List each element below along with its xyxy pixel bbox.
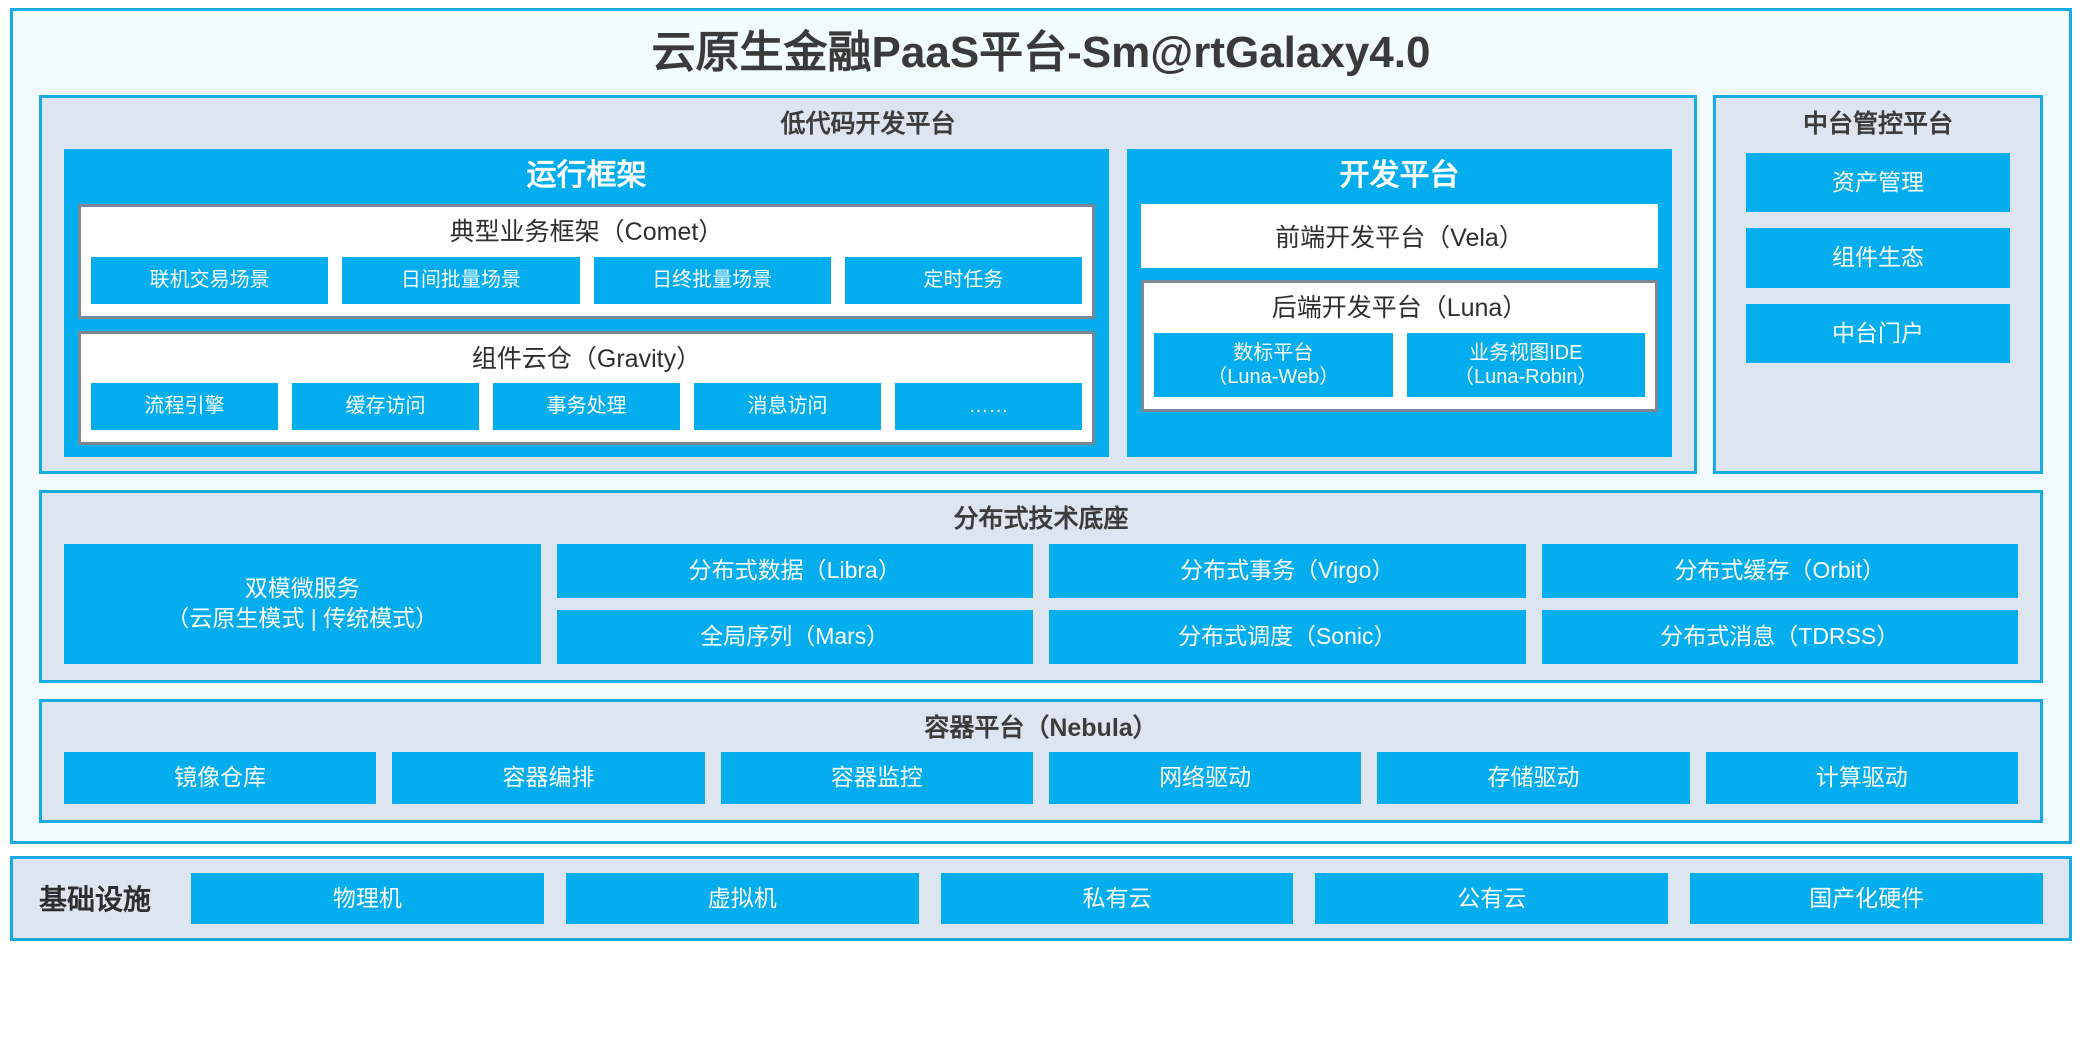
container-item-image-registry[interactable]: 镜像仓库 [64, 752, 377, 804]
luna-web-line1: 数标平台 [1233, 341, 1314, 364]
infrastructure-item-private-cloud[interactable]: 私有云 [940, 872, 1294, 925]
distributed-chip-libra[interactable]: 分布式数据（Libra） [556, 543, 1033, 598]
microservice-chip[interactable]: 双模微服务 （云原生模式 | 传统模式） [64, 543, 541, 664]
vela-card[interactable]: 前端开发平台（Vela） [1141, 204, 1658, 269]
infrastructure-panel: 基础设施 物理机 虚拟机 私有云 公有云 国产化硬件 [10, 855, 2072, 942]
infrastructure-item-list: 物理机 虚拟机 私有云 公有云 国产化硬件 [191, 872, 2043, 925]
microservice-line2: （云原生模式 | 传统模式） [166, 604, 439, 631]
midplatform-title: 中台管控平台 [1802, 110, 1953, 139]
top-row: 低代码开发平台 运行框架 典型业务框架（Comet） 联机交易场景 日间批量场景… [39, 95, 2043, 475]
midplatform-panel: 中台管控平台 资产管理 组件生态 中台门户 [1713, 95, 2043, 475]
luna-robin-line2: （Luna-Robin） [1454, 365, 1598, 388]
luna-robin-line1: 业务视图IDE [1469, 341, 1583, 364]
comet-chip[interactable]: 日间批量场景 [342, 256, 580, 304]
midplatform-item-asset[interactable]: 资产管理 [1746, 153, 2010, 213]
luna-web-line2: （Luna-Web） [1207, 365, 1340, 388]
gravity-chip[interactable]: 缓存访问 [292, 383, 479, 431]
distributed-grid: 双模微服务 （云原生模式 | 传统模式） 分布式数据（Libra） 全局序列（M… [42, 543, 2040, 664]
distributed-column-3: 分布式缓存（Orbit） 分布式消息（TDRSS） [1541, 543, 2018, 664]
infrastructure-item-physical[interactable]: 物理机 [191, 872, 544, 925]
luna-robin-chip[interactable]: 业务视图IDE （Luna-Robin） [1406, 332, 1645, 397]
dev-platform-box: 开发平台 前端开发平台（Vela） 后端开发平台（Luna） 数标平台 （Lun… [1127, 149, 1672, 458]
luna-web-chip[interactable]: 数标平台 （Luna-Web） [1154, 332, 1393, 397]
comet-chip-list: 联机交易场景 日间批量场景 日终批量场景 定时任务 [91, 256, 1082, 304]
midplatform-item-component[interactable]: 组件生态 [1746, 228, 2010, 288]
comet-chip[interactable]: 定时任务 [844, 256, 1082, 304]
distributed-base-title: 分布式技术底座 [953, 505, 1129, 534]
comet-chip[interactable]: 日终批量场景 [593, 256, 831, 304]
container-item-storage-driver[interactable]: 存储驱动 [1377, 752, 1690, 804]
lowcode-platform-title: 低代码开发平台 [780, 110, 956, 139]
microservice-line1: 双模微服务 [244, 574, 360, 601]
gravity-chip[interactable]: 事务处理 [493, 383, 680, 431]
luna-title: 后端开发平台（Luna） [1271, 294, 1528, 323]
luna-chip-list: 数标平台 （Luna-Web） 业务视图IDE （Luna-Robin） [1154, 332, 1645, 397]
infrastructure-item-virtual[interactable]: 虚拟机 [565, 872, 919, 925]
container-item-monitoring[interactable]: 容器监控 [720, 752, 1033, 804]
container-platform-panel: 容器平台（Nebula） 镜像仓库 容器编排 容器监控 网络驱动 存储驱动 计算… [39, 698, 2043, 823]
comet-title: 典型业务框架（Comet） [449, 218, 724, 247]
lowcode-platform-panel: 低代码开发平台 运行框架 典型业务框架（Comet） 联机交易场景 日间批量场景… [39, 95, 1697, 475]
dev-platform-title: 开发平台 [1339, 159, 1460, 193]
infrastructure-item-domestic-hw[interactable]: 国产化硬件 [1690, 872, 2043, 925]
lowcode-columns: 运行框架 典型业务框架（Comet） 联机交易场景 日间批量场景 日终批量场景 … [42, 149, 1694, 458]
distributed-chip-orbit[interactable]: 分布式缓存（Orbit） [1541, 543, 2018, 598]
gravity-card: 组件云仓（Gravity） 流程引擎 缓存访问 事务处理 消息访问 …… [78, 330, 1095, 446]
container-platform-title: 容器平台（Nebula） [924, 713, 1158, 742]
comet-chip[interactable]: 联机交易场景 [91, 256, 329, 304]
container-item-orchestration[interactable]: 容器编排 [392, 752, 705, 804]
container-item-list: 镜像仓库 容器编排 容器监控 网络驱动 存储驱动 计算驱动 [42, 752, 2040, 804]
gravity-chip-ellipsis[interactable]: …… [895, 383, 1082, 431]
gravity-title: 组件云仓（Gravity） [471, 344, 702, 373]
distributed-column-1: 分布式数据（Libra） 全局序列（Mars） [556, 543, 1033, 664]
distributed-base-panel: 分布式技术底座 双模微服务 （云原生模式 | 传统模式） 分布式数据（Libra… [39, 490, 2043, 683]
distributed-chip-sonic[interactable]: 分布式调度（Sonic） [1049, 609, 1526, 664]
gravity-chip-list: 流程引擎 缓存访问 事务处理 消息访问 …… [91, 383, 1082, 431]
container-item-compute-driver[interactable]: 计算驱动 [1705, 752, 2018, 804]
luna-card: 后端开发平台（Luna） 数标平台 （Luna-Web） 业务视图IDE （Lu… [1141, 280, 1658, 412]
distributed-chip-virgo[interactable]: 分布式事务（Virgo） [1049, 543, 1526, 598]
comet-card: 典型业务框架（Comet） 联机交易场景 日间批量场景 日终批量场景 定时任务 [78, 204, 1095, 319]
distributed-column-2: 分布式事务（Virgo） 分布式调度（Sonic） [1049, 543, 1526, 664]
runtime-framework-box: 运行框架 典型业务框架（Comet） 联机交易场景 日间批量场景 日终批量场景 … [64, 149, 1109, 458]
microservice-column: 双模微服务 （云原生模式 | 传统模式） [64, 543, 541, 664]
gravity-chip[interactable]: 流程引擎 [91, 383, 278, 431]
infrastructure-label: 基础设施 [39, 884, 152, 916]
midplatform-item-list: 资产管理 组件生态 中台门户 [1716, 149, 2040, 364]
infrastructure-item-public-cloud[interactable]: 公有云 [1315, 872, 1669, 925]
distributed-chip-tdrss[interactable]: 分布式消息（TDRSS） [1541, 609, 2018, 664]
runtime-framework-title: 运行框架 [526, 159, 647, 193]
distributed-chip-mars[interactable]: 全局序列（Mars） [556, 609, 1033, 664]
container-item-network-driver[interactable]: 网络驱动 [1048, 752, 1362, 804]
main-frame: 云原生金融PaaS平台-Sm@rtGalaxy4.0 低代码开发平台 运行框架 … [10, 8, 2072, 844]
gravity-chip[interactable]: 消息访问 [694, 383, 881, 431]
midplatform-item-portal[interactable]: 中台门户 [1746, 303, 2010, 364]
page-title: 云原生金融PaaS平台-Sm@rtGalaxy4.0 [651, 28, 1431, 77]
